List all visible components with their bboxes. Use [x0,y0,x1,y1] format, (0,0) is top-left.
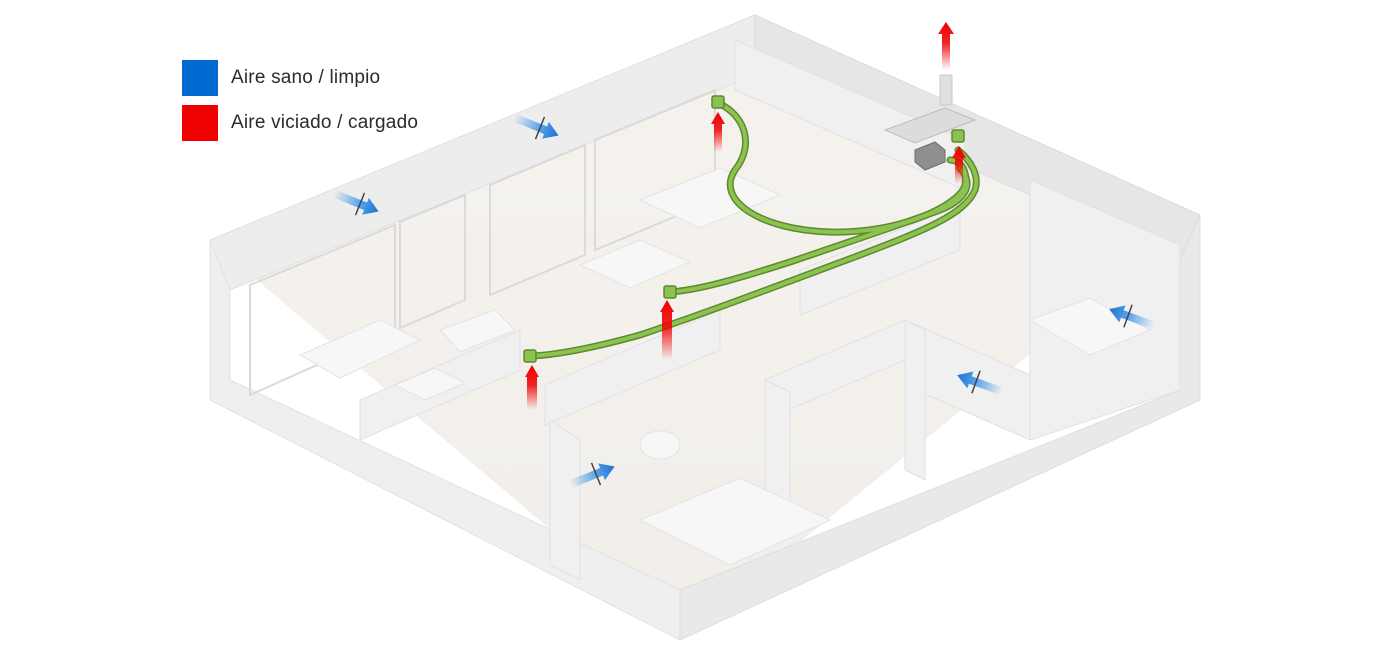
red-air-arrow-icon [711,112,725,152]
blue-air-arrow-icon [332,189,379,216]
sofa [298,319,422,379]
kitchen-counter [638,167,782,229]
legend-label-clean-air: Aire sano / limpio [231,67,381,88]
stale-air-swatch [182,105,218,141]
bed-right [1028,297,1152,356]
duct-network [526,99,980,360]
blue-air-arrow-icon [568,462,615,489]
red-air-arrow-icon [525,365,539,410]
apartment-model [209,14,1201,641]
blue-air-arrow-icon [512,113,559,140]
duct-outlet-icon [523,95,965,363]
legend: Aire sano / limpio Aire viciado / cargad… [182,60,418,150]
legend-item-clean-air: Aire sano / limpio [182,60,418,96]
dining-table [578,239,692,289]
chair [639,430,681,460]
red-air-arrow-icon [952,146,966,184]
ventilation-unit-icon [883,74,977,171]
clean-air-arrows [332,113,1156,489]
blue-air-arrow-icon [1109,304,1156,330]
coffee-table [393,367,467,401]
stale-air-arrows [525,22,966,410]
legend-label-stale-air: Aire viciado / cargado [231,112,419,133]
blue-air-arrow-icon [957,370,1004,396]
legend-item-stale-air: Aire viciado / cargado [182,105,418,141]
furniture [298,167,1152,566]
bed-main [638,477,832,566]
red-air-arrow-icon [660,300,674,360]
clean-air-swatch [182,60,218,96]
red-air-arrow-icon [938,22,954,70]
armchair [439,309,516,353]
